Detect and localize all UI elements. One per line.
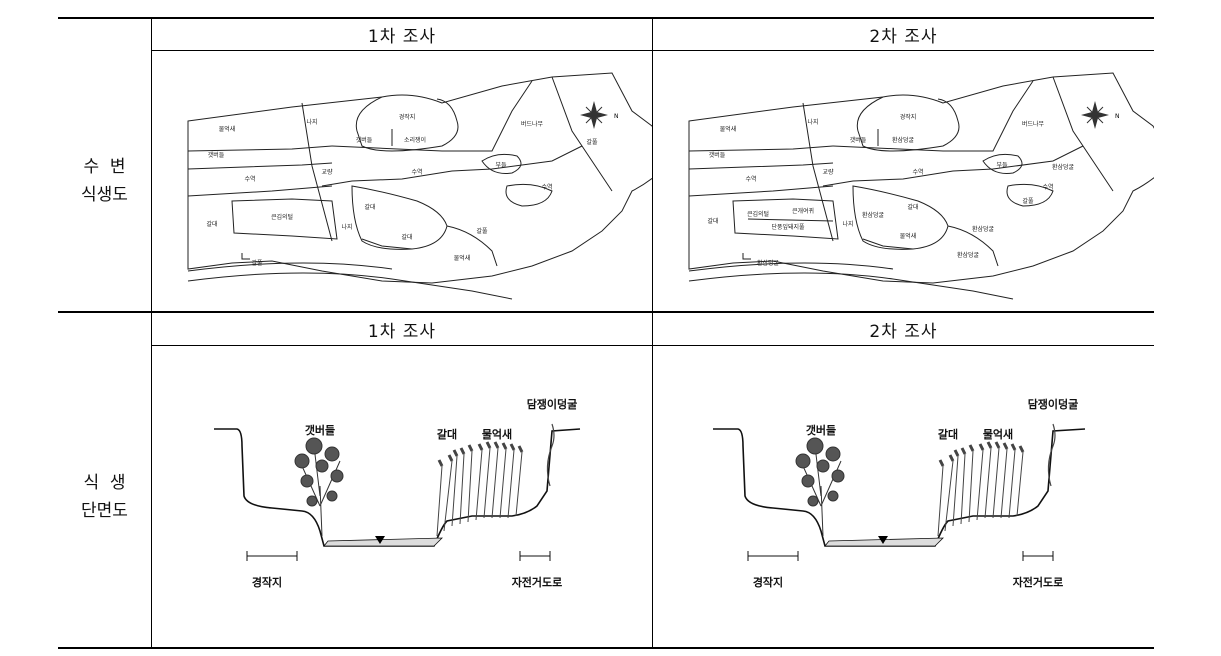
table-middle-rule <box>58 311 1154 313</box>
dimension-arrows <box>747 551 1054 561</box>
svg-text:수역: 수역 <box>1042 183 1053 191</box>
compass-rose-icon: N <box>1081 101 1120 129</box>
water-body <box>323 537 443 547</box>
column-divider-middle <box>652 18 653 648</box>
row-label-line-2: 단면도 <box>81 500 128 521</box>
svg-text:환삼덩굴: 환삼덩굴 <box>862 211 885 219</box>
header-survey-1-bottom: 1차 조사 <box>367 321 437 342</box>
svg-text:큰김의털: 큰김의털 <box>747 210 769 218</box>
row-label-line-1: 수 변 <box>83 157 126 177</box>
label-willow: 갯버들 <box>806 423 836 437</box>
svg-text:갯버들: 갯버들 <box>709 151 726 159</box>
label-field: 경작지 <box>753 575 783 589</box>
svg-text:N: N <box>1115 113 1120 120</box>
svg-text:교량: 교량 <box>321 169 333 176</box>
header-survey-2-bottom: 2차 조사 <box>869 321 938 342</box>
svg-text:버드나무: 버드나무 <box>1022 120 1045 128</box>
svg-text:갯버들: 갯버들 <box>356 136 373 144</box>
label-willow: 갯버들 <box>305 423 335 437</box>
row-label-vegetation-map: 수 변 식생도 <box>58 51 151 311</box>
header-survey-2-top: 2차 조사 <box>869 26 938 47</box>
table-top-rule <box>58 17 1154 19</box>
label-bike-path: 자전거도로 <box>512 575 563 589</box>
svg-text:부들: 부들 <box>996 162 1008 169</box>
label-ivy: 담쟁이덩굴 <box>527 397 578 411</box>
cross-section-survey-2: 갯버들 갈대 물억새 담쟁이덩굴 경작지 자전거도로 <box>713 397 1086 589</box>
cross-section-survey-1: 갯버들 갈대 물억새 담쟁이덩굴 경작지 자전거도로 <box>214 397 581 589</box>
water-level-triangle-icon <box>375 536 385 544</box>
svg-text:갈풀: 갈풀 <box>251 259 263 267</box>
label-bike-path: 자전거도로 <box>1013 575 1064 589</box>
vegetation-map-survey-1: 물억새 나지 경작지 버드나무 갯버들 갯버들 소리쟁이 수역 교량 수역 부들… <box>187 72 652 300</box>
svg-text:단풍잎돼지풀: 단풍잎돼지풀 <box>771 223 805 231</box>
svg-text:갯버들: 갯버들 <box>208 151 225 159</box>
svg-text:부들: 부들 <box>495 162 507 169</box>
svg-text:수역: 수역 <box>541 183 552 191</box>
svg-text:큰김의털: 큰김의털 <box>271 213 293 221</box>
svg-text:나지: 나지 <box>807 118 818 126</box>
water-level-triangle-icon <box>878 536 888 544</box>
svg-text:버드나무: 버드나무 <box>521 120 544 128</box>
svg-text:수역: 수역 <box>912 168 923 176</box>
svg-text:환삼덩굴: 환삼덩굴 <box>972 225 995 233</box>
willow-shrub <box>294 437 344 537</box>
svg-text:갯버들: 갯버들 <box>850 136 867 144</box>
willow-shrub <box>795 437 845 537</box>
svg-text:수역: 수역 <box>411 168 422 176</box>
svg-text:물억새: 물억새 <box>900 232 917 240</box>
reed-grasses <box>436 441 524 537</box>
svg-text:갈대: 갈대 <box>206 220 217 228</box>
label-reed: 갈대 <box>437 427 457 441</box>
svg-text:갈대: 갈대 <box>707 217 718 225</box>
svg-text:환삼덩굴: 환삼덩굴 <box>1052 163 1075 171</box>
svg-text:환삼덩굴: 환삼덩굴 <box>957 251 980 259</box>
header-survey-1-top: 1차 조사 <box>367 26 437 47</box>
svg-text:경작지: 경작지 <box>900 113 917 121</box>
svg-text:N: N <box>614 113 619 120</box>
column-divider-left <box>151 18 152 648</box>
svg-text:환삼덩굴: 환삼덩굴 <box>757 259 780 267</box>
label-ivy: 담쟁이덩굴 <box>1028 397 1079 411</box>
svg-text:갈대: 갈대 <box>401 233 412 241</box>
ivy-vine <box>1047 423 1056 487</box>
svg-text:갈대: 갈대 <box>907 203 918 211</box>
label-silvergrass: 물억새 <box>983 427 1013 441</box>
row-label-line-2: 식생도 <box>81 185 128 205</box>
svg-text:나지: 나지 <box>306 118 317 126</box>
svg-text:큰개여뀌: 큰개여뀌 <box>792 207 814 215</box>
row-label-cross-section: 식 생 단면도 <box>58 346 151 647</box>
compass-rose-icon: N <box>580 101 619 129</box>
svg-text:나지: 나지 <box>842 220 853 228</box>
ivy-vine <box>546 423 555 487</box>
svg-text:물억새: 물억새 <box>454 254 471 262</box>
svg-text:갈풀: 갈풀 <box>1022 197 1034 205</box>
svg-text:환삼덩굴: 환삼덩굴 <box>892 136 915 144</box>
row-label-line-1: 식 생 <box>83 472 126 493</box>
dimension-arrows <box>246 551 551 561</box>
label-silvergrass: 물억새 <box>482 427 512 441</box>
svg-text:물억새: 물억새 <box>720 125 737 133</box>
reed-grasses <box>937 441 1025 537</box>
svg-text:소리쟁이: 소리쟁이 <box>404 136 426 144</box>
svg-text:갈풀: 갈풀 <box>586 138 598 146</box>
svg-text:물억새: 물억새 <box>219 125 236 133</box>
svg-text:갈풀: 갈풀 <box>476 227 488 235</box>
vegetation-map-survey-2: 물억새 나지 경작지 버드나무 갯버들 갯버들 환삼덩굴 수역 교량 수역 부들… <box>688 72 1154 300</box>
svg-text:나지: 나지 <box>341 223 352 231</box>
svg-text:교량: 교량 <box>822 169 834 176</box>
svg-text:경작지: 경작지 <box>399 113 416 121</box>
svg-text:수역: 수역 <box>745 175 756 183</box>
label-field: 경작지 <box>252 575 282 589</box>
svg-text:갈대: 갈대 <box>364 203 375 211</box>
svg-text:수역: 수역 <box>244 175 255 183</box>
table-bottom-rule <box>58 647 1154 649</box>
label-reed: 갈대 <box>938 427 958 441</box>
